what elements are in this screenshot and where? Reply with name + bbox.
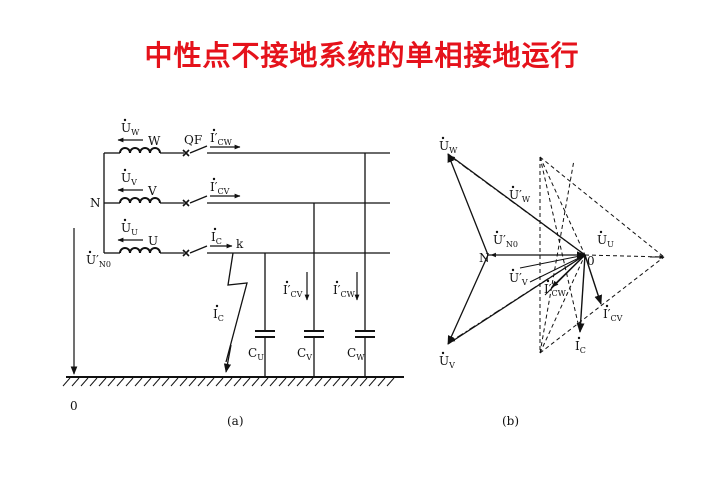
ground-hatch-mark [71, 377, 80, 387]
label-c-v: CV [297, 346, 312, 362]
ground-hatch-mark [314, 377, 323, 387]
label-phase-v: V [147, 184, 157, 198]
label-ground: 0 [70, 399, 78, 413]
ground-hatch-mark [305, 377, 314, 387]
ground-hatch-mark [350, 377, 359, 387]
ground-hatch-mark [134, 377, 143, 387]
label-c-w: CW [347, 346, 365, 362]
label-u-v: UV [121, 171, 137, 187]
phasor-label-origin: 0 [587, 254, 595, 268]
ground-hatch-mark [278, 377, 287, 387]
page-title: 中性点不接地系统的单相接地运行 [144, 39, 580, 72]
label-i-cw-down: I′CW [333, 283, 356, 299]
label-u-w: UW [121, 121, 140, 137]
phasor-label-ip-cv: I′CV [603, 307, 623, 323]
label-i-c-top: IC [211, 230, 222, 246]
ground-hatch-mark [215, 377, 224, 387]
label-u-n0: U′N0 [86, 253, 111, 269]
ground-hatch-mark [386, 377, 395, 387]
circuit-diagram [103, 145, 390, 254]
ground-hatch-mark [188, 377, 197, 387]
phasor-label-up-v: U′V [509, 271, 528, 287]
phasor-label-u-u: UU [597, 233, 614, 249]
ground-hatch-mark [359, 377, 368, 387]
label-i-cw-top: I′CW [210, 131, 233, 147]
ground-hatch-mark [62, 377, 71, 387]
ground-hatch-mark [107, 377, 116, 387]
phasor-label-u-w: UW [439, 139, 458, 155]
fault-path [225, 252, 248, 363]
ground-hatch-mark [269, 377, 278, 387]
ground-hatch-mark [341, 377, 350, 387]
ground-hatch-mark [287, 377, 296, 387]
ground-hatch-mark [251, 377, 260, 387]
phasor-label-i-c: IC [575, 339, 586, 355]
phasor-label-up-w: U′W [509, 188, 531, 204]
phasor-label-u-n0: U′N0 [493, 233, 518, 249]
ground-hatch-mark [197, 377, 206, 387]
ground-hatch-mark [260, 377, 269, 387]
phasor-label-u-v: UV [439, 354, 455, 370]
ground-hatch-mark [323, 377, 332, 387]
ground-hatch-mark [377, 377, 386, 387]
ground-hatch-mark [170, 377, 179, 387]
ground-hatch-mark [116, 377, 125, 387]
ground-hatch-mark [89, 377, 98, 387]
ground-hatch-mark [332, 377, 341, 387]
capacitors [255, 153, 375, 377]
label-phase-u: U [148, 234, 158, 248]
ground-hatch-mark [161, 377, 170, 387]
ground-hatch-mark [125, 377, 134, 387]
label-u-u: UU [121, 221, 138, 237]
phasor-diagram [447, 153, 665, 354]
phasor-label-ip-cw: I′CW [544, 282, 567, 298]
ground-hatch-mark [143, 377, 152, 387]
ground-hatch-mark [242, 377, 251, 387]
label-switch: QF [184, 133, 202, 147]
label-fault-point: k [236, 237, 244, 251]
label-i-cv-down: I′CV [283, 283, 303, 299]
ground-hatch-mark [179, 377, 188, 387]
label-phase-w: W [148, 134, 161, 148]
ground-bus [62, 376, 404, 387]
ground-hatch-mark [224, 377, 233, 387]
label-c-u: CU [248, 346, 264, 362]
ground-hatch-mark [296, 377, 305, 387]
ground-hatch-mark [98, 377, 107, 387]
label-i-c-fault: IC [213, 307, 224, 323]
ground-hatch-mark [233, 377, 242, 387]
ground-hatch-mark [206, 377, 215, 387]
label-neutral: N [90, 196, 101, 210]
label-i-cv-top: I′CV [210, 180, 230, 196]
ground-hatch-mark [368, 377, 377, 387]
phasor-label-neutral: N [479, 251, 490, 265]
ground-hatch-mark [80, 377, 89, 387]
caption-a: (a) [227, 414, 244, 428]
caption-b: (b) [502, 414, 519, 428]
ground-hatch-mark [152, 377, 161, 387]
breaker-marks [182, 149, 190, 257]
